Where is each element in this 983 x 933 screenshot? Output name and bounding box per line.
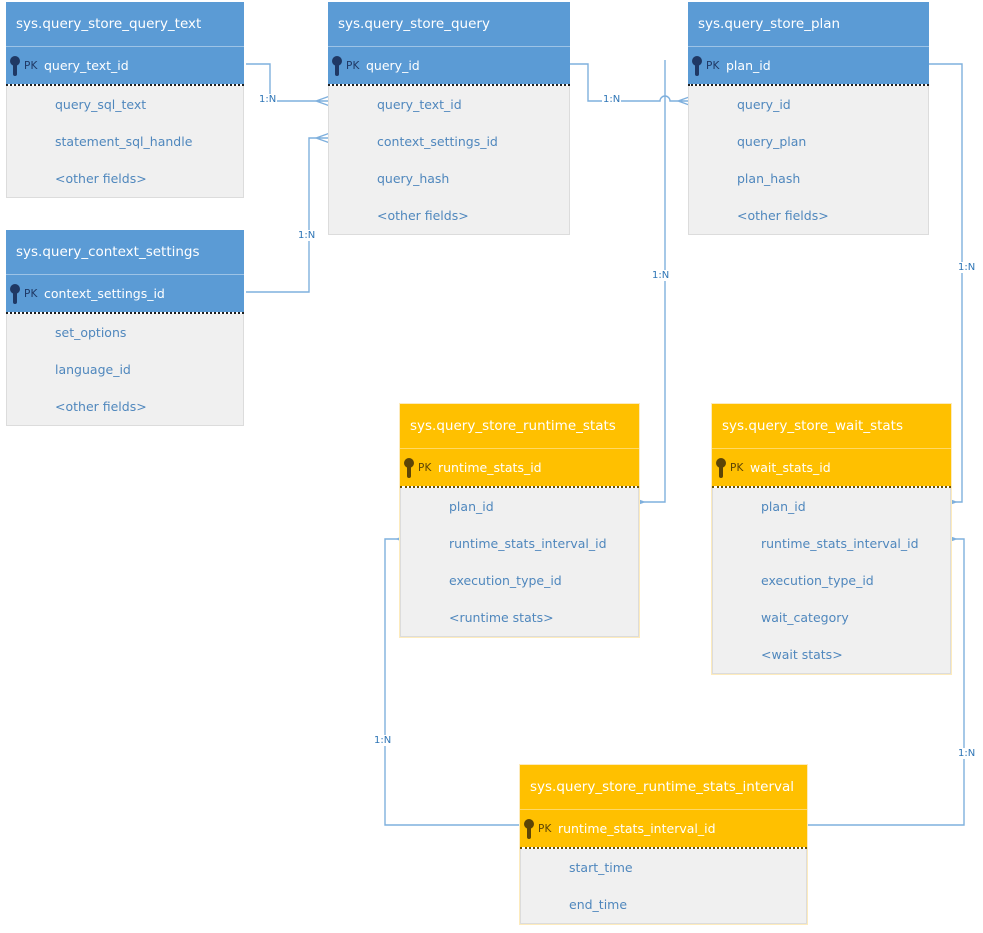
pk-separator bbox=[6, 84, 244, 86]
field-row: query_sql_text bbox=[55, 97, 147, 112]
primary-key-row: PK query_id bbox=[328, 47, 570, 84]
entity-title: sys.query_store_query bbox=[328, 2, 570, 47]
pk-label: PK bbox=[706, 59, 720, 72]
primary-key-row: PK context_settings_id bbox=[6, 275, 244, 312]
entity-title: sys.query_context_settings bbox=[6, 230, 244, 275]
field-list: plan_id runtime_stats_interval_id execut… bbox=[400, 488, 639, 637]
cardinality-label-r3: 1:N bbox=[602, 94, 622, 105]
field-row: query_text_id bbox=[377, 97, 462, 112]
field-row: query_hash bbox=[377, 171, 450, 186]
key-icon: PK bbox=[6, 47, 44, 84]
cardinality-label-r2: 1:N bbox=[297, 230, 317, 241]
primary-key-row: PK runtime_stats_interval_id bbox=[520, 810, 807, 847]
field-row: query_plan bbox=[737, 134, 807, 149]
field-row: plan_id bbox=[449, 499, 494, 514]
primary-key-row: PK query_text_id bbox=[6, 47, 244, 84]
entity-query-store-wait-stats[interactable]: sys.query_store_wait_stats PK wait_stats… bbox=[711, 403, 952, 675]
key-icon: PK bbox=[328, 47, 366, 84]
entity-query-store-runtime-stats-interval[interactable]: sys.query_store_runtime_stats_interval P… bbox=[519, 764, 808, 925]
key-icon: PK bbox=[712, 449, 750, 486]
field-row: <runtime stats> bbox=[449, 610, 554, 625]
field-row: runtime_stats_interval_id bbox=[449, 536, 607, 551]
field-row: end_time bbox=[569, 897, 628, 912]
primary-key-row: PK wait_stats_id bbox=[712, 449, 951, 486]
pk-label: PK bbox=[538, 822, 552, 835]
pk-label: PK bbox=[24, 287, 38, 300]
field-row: <wait stats> bbox=[761, 647, 843, 662]
field-row: query_id bbox=[737, 97, 791, 112]
field-list: start_time end_time bbox=[520, 849, 807, 924]
field-list: query_id query_plan plan_hash <other fie… bbox=[688, 86, 929, 235]
primary-key-name: query_text_id bbox=[44, 58, 129, 73]
pk-label: PK bbox=[418, 461, 432, 474]
field-row: execution_type_id bbox=[449, 573, 562, 588]
field-row: start_time bbox=[569, 860, 633, 875]
field-row: plan_id bbox=[761, 499, 806, 514]
entity-title: sys.query_store_runtime_stats bbox=[400, 404, 639, 449]
cardinality-label-r4: 1:N bbox=[651, 270, 671, 281]
primary-key-row: PK plan_id bbox=[688, 47, 929, 84]
entity-query-store-plan[interactable]: sys.query_store_plan PK plan_id query_id… bbox=[688, 2, 929, 235]
field-list: set_options language_id <other fields> bbox=[6, 314, 244, 426]
pk-label: PK bbox=[730, 461, 744, 474]
field-row: context_settings_id bbox=[377, 134, 498, 149]
entity-title: sys.query_store_query_text bbox=[6, 2, 244, 47]
entity-query-store-query[interactable]: sys.query_store_query PK query_id query_… bbox=[328, 2, 570, 235]
entity-title: sys.query_store_plan bbox=[688, 2, 929, 47]
pk-separator bbox=[712, 486, 951, 488]
field-row: wait_category bbox=[761, 610, 849, 625]
field-row: language_id bbox=[55, 362, 131, 377]
key-icon: PK bbox=[520, 810, 558, 847]
cardinality-label-r1: 1:N bbox=[258, 94, 278, 105]
pk-separator bbox=[520, 847, 807, 849]
field-row: <other fields> bbox=[737, 208, 829, 223]
key-icon: PK bbox=[400, 449, 438, 486]
primary-key-name: context_settings_id bbox=[44, 286, 165, 301]
primary-key-name: plan_id bbox=[726, 58, 771, 73]
field-list: plan_id runtime_stats_interval_id execut… bbox=[712, 488, 951, 674]
pk-label: PK bbox=[346, 59, 360, 72]
primary-key-name: query_id bbox=[366, 58, 420, 73]
field-row: statement_sql_handle bbox=[55, 134, 193, 149]
cardinality-label-r6: 1:N bbox=[373, 735, 393, 746]
pk-separator bbox=[688, 84, 929, 86]
pk-separator bbox=[400, 486, 639, 488]
entity-title: sys.query_store_wait_stats bbox=[712, 404, 951, 449]
field-list: query_text_id context_settings_id query_… bbox=[328, 86, 570, 235]
pk-separator bbox=[328, 84, 570, 86]
field-list: query_sql_text statement_sql_handle <oth… bbox=[6, 86, 244, 198]
primary-key-name: wait_stats_id bbox=[750, 460, 831, 475]
primary-key-row: PK runtime_stats_id bbox=[400, 449, 639, 486]
field-row: <other fields> bbox=[55, 399, 147, 414]
entity-query-store-runtime-stats[interactable]: sys.query_store_runtime_stats PK runtime… bbox=[399, 403, 640, 638]
field-row: plan_hash bbox=[737, 171, 801, 186]
key-icon: PK bbox=[6, 275, 44, 312]
field-row: execution_type_id bbox=[761, 573, 874, 588]
entity-title: sys.query_store_runtime_stats_interval bbox=[520, 765, 807, 810]
field-row: runtime_stats_interval_id bbox=[761, 536, 919, 551]
entity-query-context-settings[interactable]: sys.query_context_settings PK context_se… bbox=[6, 230, 244, 426]
field-row: <other fields> bbox=[377, 208, 469, 223]
primary-key-name: runtime_stats_id bbox=[438, 460, 542, 475]
key-icon: PK bbox=[688, 47, 726, 84]
entity-query-store-query-text[interactable]: sys.query_store_query_text PK query_text… bbox=[6, 2, 244, 198]
cardinality-label-r5: 1:N bbox=[957, 262, 977, 273]
cardinality-label-r7: 1:N bbox=[957, 748, 977, 759]
pk-separator bbox=[6, 312, 244, 314]
field-row: set_options bbox=[55, 325, 127, 340]
field-row: <other fields> bbox=[55, 171, 147, 186]
pk-label: PK bbox=[24, 59, 38, 72]
primary-key-name: runtime_stats_interval_id bbox=[558, 821, 716, 836]
